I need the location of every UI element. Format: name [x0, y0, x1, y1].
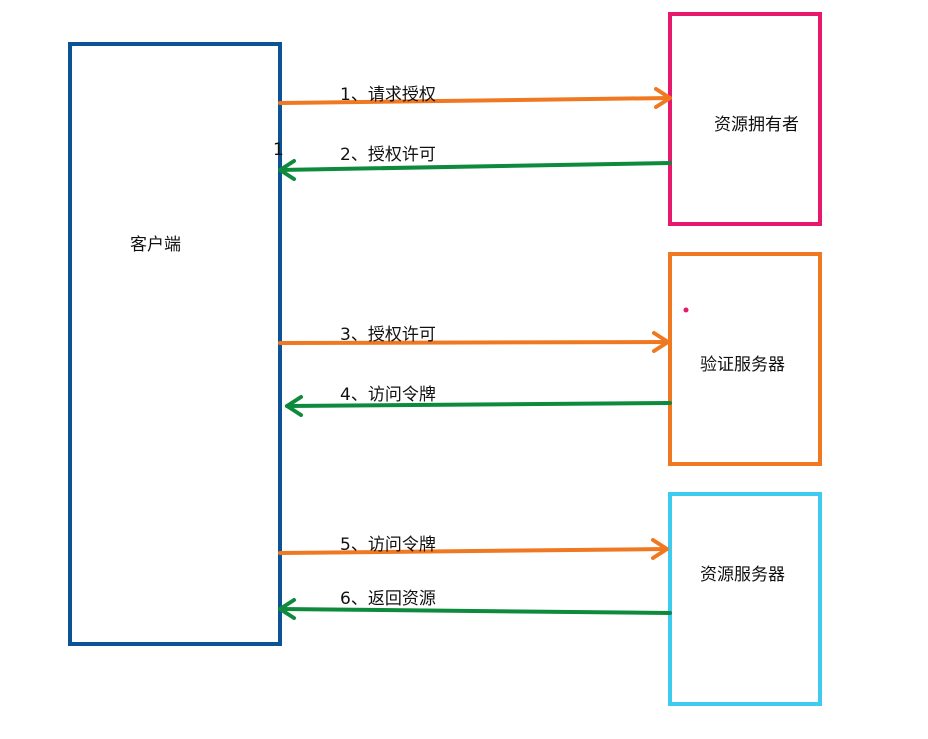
auth-server-label: 验证服务器: [700, 355, 785, 375]
arrow-5-access-token: [278, 538, 669, 560]
arrow-5-label: 5、访问令牌: [340, 535, 436, 555]
stray-mark: 1: [273, 140, 284, 160]
arrow-3-label: 3、授权许可: [340, 325, 436, 345]
resource-server-label: 资源服务器: [700, 565, 785, 585]
arrow-6-label: 6、返回资源: [340, 589, 436, 609]
stray-dot: [683, 307, 689, 313]
auth-server-box: [668, 252, 822, 466]
client-box: [68, 42, 282, 646]
resource-owner-box: [668, 12, 822, 226]
resource-owner-label: 资源拥有者: [714, 115, 799, 135]
resource-server-box: [668, 492, 822, 706]
client-label: 客户端: [130, 235, 181, 255]
arrow-6-return-resource: [278, 598, 672, 620]
arrow-2-authorization-grant: [278, 159, 672, 181]
arrow-3-authorization-grant: [278, 331, 670, 353]
arrow-1-label: 1、请求授权: [340, 85, 436, 105]
arrow-2-label: 2、授权许可: [340, 145, 436, 165]
arrow-4-label: 4、访问令牌: [340, 385, 436, 405]
arrow-4-access-token: [285, 395, 672, 417]
arrow-1-request-authorization: [278, 87, 672, 109]
